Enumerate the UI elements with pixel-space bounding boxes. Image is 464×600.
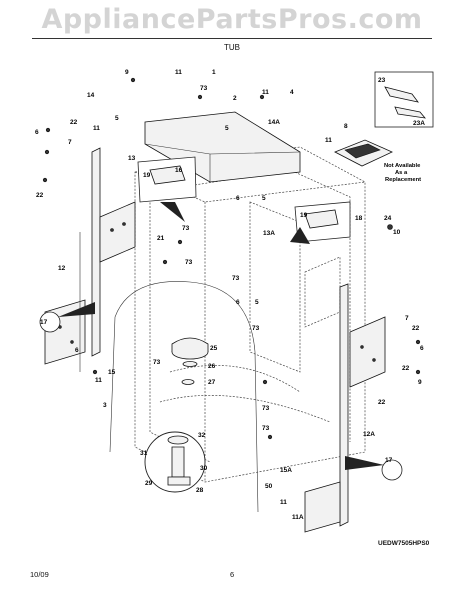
label-3: 3 <box>103 402 107 409</box>
label-30: 30 <box>200 465 208 472</box>
detail-17-left <box>39 302 95 333</box>
label-11-left: 11 <box>93 125 100 132</box>
label-9-right: 9 <box>418 379 422 386</box>
label-21: 21 <box>157 235 165 242</box>
label-22-top: 22 <box>70 119 78 126</box>
inset-23 <box>374 71 434 128</box>
label-22-left: 22 <box>36 192 44 199</box>
label-73-a: 73 <box>182 225 190 232</box>
label-29: 29 <box>145 480 153 487</box>
label-6-mid: 6 <box>236 195 240 202</box>
label-19-right: 19 <box>300 212 308 219</box>
label-11-bottom: 11 <box>280 499 287 506</box>
label-73-top: 73 <box>200 85 208 92</box>
label-1: 1 <box>212 69 216 76</box>
label-73-c: 73 <box>232 275 240 282</box>
right-hinge-assembly <box>304 283 386 533</box>
label-31: 31 <box>140 450 148 457</box>
label-14a: 14A <box>268 119 280 126</box>
footer-date: 10/09 <box>30 570 49 579</box>
door-cables <box>79 232 259 513</box>
label-13a: 13A <box>263 230 275 237</box>
label-5-low: 5 <box>255 299 259 306</box>
label-8: 8 <box>344 123 348 130</box>
watermark: AppliancePartsPros.com <box>41 4 423 35</box>
footer-page-number: 6 <box>230 570 235 579</box>
label-13: 13 <box>128 155 136 162</box>
label-22-right-c: 22 <box>378 399 386 406</box>
label-7-right: 7 <box>405 315 409 322</box>
label-73-e: 73 <box>153 359 161 366</box>
note-line-1: Not Available <box>384 163 421 169</box>
fasteners <box>42 77 421 440</box>
header-rule <box>32 38 432 39</box>
label-6-low: 6 <box>236 299 240 306</box>
label-5-right: 5 <box>262 195 266 202</box>
float-assembly <box>171 337 209 385</box>
label-9: 9 <box>125 69 129 76</box>
detail-circle <box>144 431 206 493</box>
left-hinge-assembly <box>44 147 136 365</box>
label-73-g: 73 <box>262 425 270 432</box>
label-4: 4 <box>290 89 294 96</box>
label-73-d: 73 <box>252 325 260 332</box>
label-11-b: 11 <box>262 89 269 96</box>
label-10: 10 <box>393 229 401 236</box>
label-27: 27 <box>208 379 216 386</box>
label-11-right: 11 <box>325 137 332 144</box>
label-5-left: 5 <box>115 115 119 122</box>
exploded-parts-diagram: 9 11 1 73 2 11 4 14 14A 22 6 11 5 13 7 2… <box>35 69 434 533</box>
callout-right <box>290 201 351 244</box>
label-16: 16 <box>175 167 183 174</box>
label-11-low: 11 <box>95 377 102 384</box>
label-32: 32 <box>198 432 206 439</box>
model-code: UEDW7505HPS0 <box>378 540 430 547</box>
detail-17-right <box>345 456 403 481</box>
part-labels: 9 11 1 73 2 11 4 14 14A 22 6 11 5 13 7 2… <box>35 69 425 521</box>
label-6-right: 6 <box>420 345 424 352</box>
label-50: 50 <box>265 483 273 490</box>
label-12a: 12A <box>363 431 375 438</box>
label-6-left: 6 <box>35 129 39 136</box>
label-6-left-low: 6 <box>75 347 79 354</box>
label-2: 2 <box>233 95 237 102</box>
label-5-mid: 5 <box>225 125 229 132</box>
label-28: 28 <box>196 487 204 494</box>
label-17-right: 17 <box>385 457 393 464</box>
label-15a: 15A <box>280 467 292 474</box>
section-title: TUB <box>224 43 240 52</box>
label-17-left: 17 <box>40 319 48 326</box>
label-22-right-a: 22 <box>412 325 420 332</box>
label-24: 24 <box>384 215 392 222</box>
label-11-top: 11 <box>175 69 182 76</box>
label-73-b: 73 <box>185 259 193 266</box>
part-8-panel <box>334 139 393 167</box>
label-12: 12 <box>58 265 66 272</box>
label-18: 18 <box>355 215 363 222</box>
label-73-f: 73 <box>262 405 270 412</box>
label-22-right-b: 22 <box>402 365 410 372</box>
label-23: 23 <box>378 77 386 84</box>
label-15: 15 <box>108 369 116 376</box>
note-line-3: Replacement <box>385 177 421 183</box>
label-11a: 11A <box>292 514 304 521</box>
label-7-left: 7 <box>68 139 72 146</box>
label-26: 26 <box>208 363 216 370</box>
label-19-left: 19 <box>143 172 151 179</box>
label-23a: 23A <box>413 120 425 127</box>
label-25: 25 <box>210 345 218 352</box>
label-14: 14 <box>87 92 95 99</box>
callout-left <box>137 156 197 222</box>
note-line-2: As a <box>395 170 408 176</box>
